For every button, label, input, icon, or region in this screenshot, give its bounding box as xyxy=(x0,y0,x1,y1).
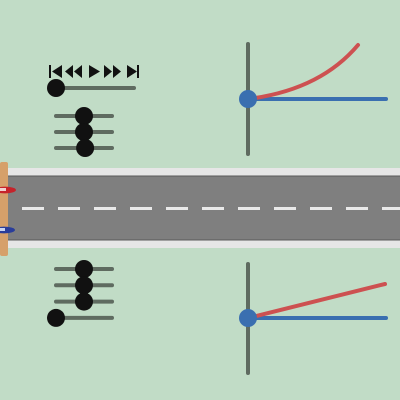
upper-lane-controls xyxy=(54,107,114,157)
lower-param-slider-4-handle[interactable] xyxy=(47,308,65,327)
lower-param-slider-3[interactable] xyxy=(54,292,114,311)
lower-param-slider-2[interactable] xyxy=(54,276,114,295)
blue-car[interactable] xyxy=(0,226,15,234)
red-car-window xyxy=(0,188,6,191)
red-car[interactable] xyxy=(0,186,16,194)
lane-dash xyxy=(22,207,44,210)
lower-lane-controls xyxy=(47,260,114,327)
lane-dash xyxy=(346,207,368,210)
upper-param-slider-1[interactable] xyxy=(54,107,114,125)
lower-plot-origin-handle[interactable] xyxy=(239,309,257,327)
fast-forward-icon[interactable] xyxy=(104,65,121,78)
lane-dash xyxy=(94,207,116,210)
upper-plot-curve xyxy=(246,43,360,101)
play-icon[interactable] xyxy=(89,65,100,78)
lower-param-slider-1-handle[interactable] xyxy=(75,260,93,278)
upper-param-slider-2-handle[interactable] xyxy=(75,123,93,141)
skip-to-end-icon[interactable] xyxy=(127,65,139,78)
upper-response-plot xyxy=(239,42,388,156)
lane-dash xyxy=(130,207,152,210)
lower-param-slider-1[interactable] xyxy=(54,260,114,278)
lane-dash xyxy=(202,207,224,210)
lane-dash xyxy=(238,207,260,210)
lane-dash xyxy=(274,207,296,210)
upper-param-slider-3[interactable] xyxy=(54,139,114,157)
lane-dash xyxy=(58,207,80,210)
lane-center-markings xyxy=(22,207,400,210)
lane-dash xyxy=(310,207,332,210)
lower-plot-curve xyxy=(246,282,387,320)
lower-param-slider-3-handle[interactable] xyxy=(75,292,93,311)
lower-param-slider-2-handle[interactable] xyxy=(75,276,93,295)
upper-plot-origin-handle[interactable] xyxy=(239,90,257,108)
upper-param-slider-1-handle[interactable] xyxy=(75,107,93,125)
lane-dash xyxy=(382,207,400,210)
left-boundary-marker xyxy=(0,162,8,256)
skip-to-start-icon[interactable] xyxy=(49,65,62,78)
lower-response-plot xyxy=(239,262,388,375)
rewind-icon[interactable] xyxy=(65,65,82,78)
upper-param-slider-2[interactable] xyxy=(54,123,114,141)
upper-param-slider-3-handle[interactable] xyxy=(76,139,95,157)
blue-car-window xyxy=(0,228,5,231)
lane-dash xyxy=(166,207,188,210)
timeline-slider[interactable] xyxy=(47,79,136,97)
lower-param-slider-4[interactable] xyxy=(47,308,114,327)
playback-controls xyxy=(47,65,139,97)
road xyxy=(0,162,400,256)
timeline-slider-handle[interactable] xyxy=(47,79,65,97)
